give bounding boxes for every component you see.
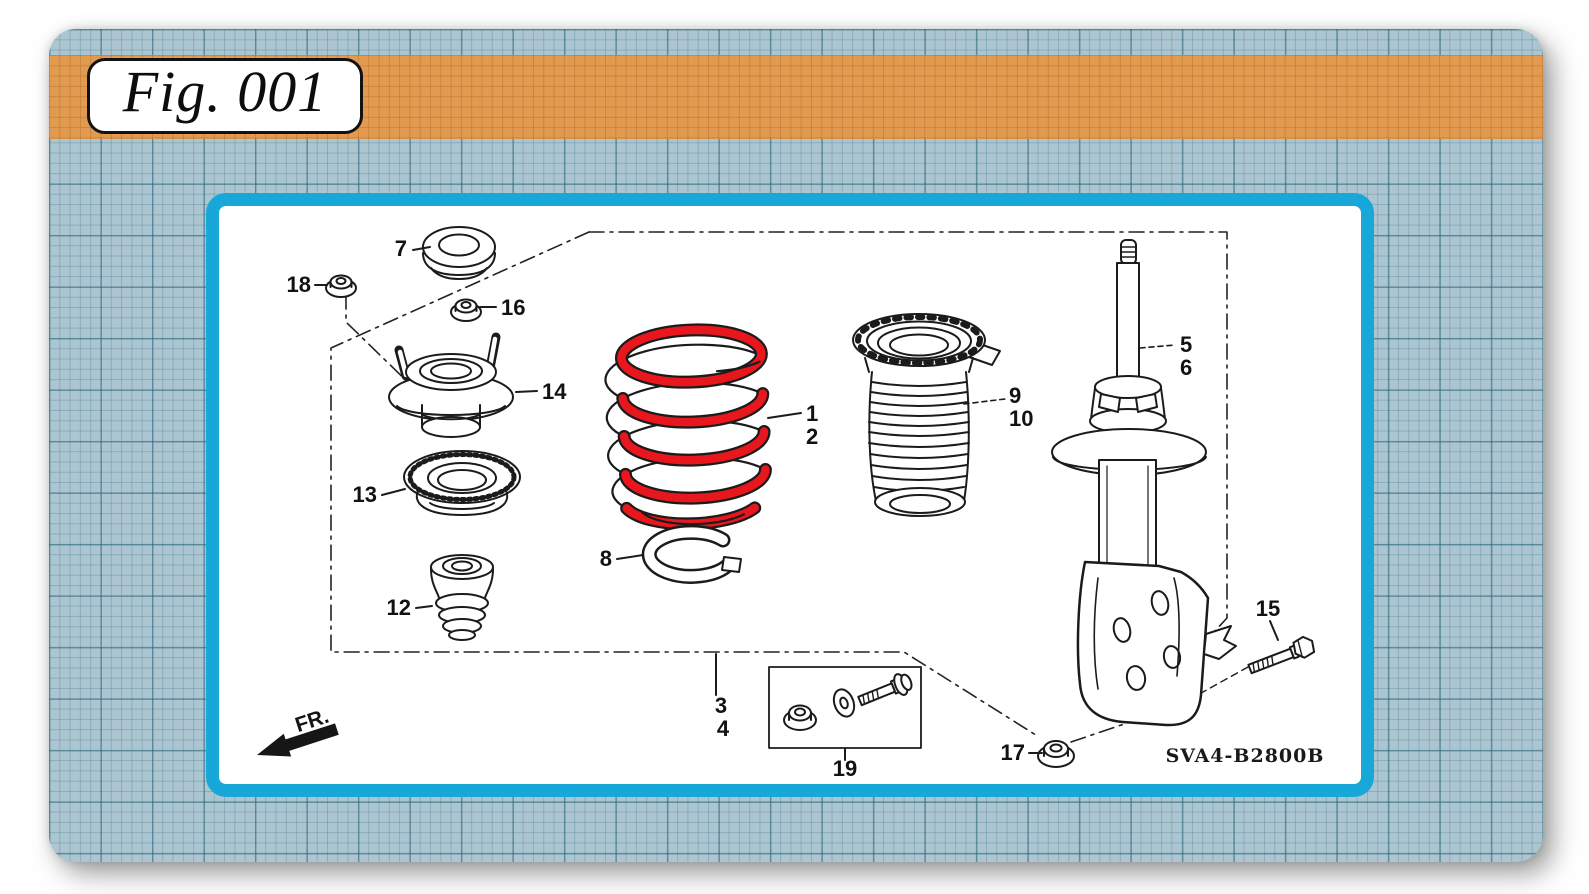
- part-label-4[interactable]: 4: [717, 716, 730, 741]
- part-label-8[interactable]: 8: [600, 546, 612, 571]
- kit-bolt: [857, 673, 913, 707]
- part-15-flange-bolt: [1247, 635, 1316, 675]
- part-label-7[interactable]: 7: [395, 236, 407, 261]
- part-label-1[interactable]: 1: [806, 401, 818, 426]
- part-label-16[interactable]: 16: [501, 295, 525, 320]
- part-label-19[interactable]: 19: [833, 756, 857, 781]
- parts-diagram: 7 18 16 14 13 12 1 2 8 9 10 5 6 15: [257, 226, 1325, 781]
- part-label-18[interactable]: 18: [287, 272, 311, 297]
- part-label-3[interactable]: 3: [715, 693, 727, 718]
- part-5-6-shock-absorber: [1051, 239, 1237, 727]
- part-label-15[interactable]: 15: [1256, 596, 1280, 621]
- part-label-5[interactable]: 5: [1180, 332, 1192, 357]
- part-9-10-dust-cover: [852, 313, 1001, 517]
- figure-number-badge: Fig. 001: [87, 58, 363, 134]
- part-label-2[interactable]: 2: [806, 424, 818, 449]
- part-18-flange-nut: [325, 274, 357, 298]
- part-7-mount-cap: [422, 226, 496, 280]
- part-14-damper-mount: [388, 332, 514, 438]
- leader-lines: [314, 246, 1279, 761]
- part-19-hardware-kit: [768, 666, 922, 749]
- part-8-spring-seat: [641, 524, 742, 584]
- figure-number-label: Fig. 001: [122, 59, 328, 124]
- diagram-panel: 7 18 16 14 13 12 1 2 8 9 10 5 6 15: [206, 193, 1374, 797]
- washer: [832, 688, 856, 718]
- part-label-9[interactable]: 9: [1009, 383, 1021, 408]
- front-direction-arrow: FR.: [257, 705, 339, 757]
- part-12-bump-stop: [430, 554, 494, 641]
- part-label-12[interactable]: 12: [387, 595, 411, 620]
- part-16-flange-nut: [450, 298, 482, 322]
- bolt-axis-line: [1193, 666, 1249, 698]
- part-label-14[interactable]: 14: [542, 379, 567, 404]
- diagram-code: SVA4-B2800B: [1166, 745, 1325, 767]
- part-label-13[interactable]: 13: [353, 482, 377, 507]
- part-label-6[interactable]: 6: [1180, 355, 1192, 380]
- figure-card: Fig. 001: [49, 29, 1543, 862]
- spring-highlight: [617, 325, 770, 529]
- part-label-17[interactable]: 17: [1001, 740, 1025, 765]
- part-1-2-coil-spring-highlighted: [604, 323, 772, 531]
- part-label-10[interactable]: 10: [1009, 406, 1033, 431]
- part-13-mount-bearing: [403, 450, 521, 516]
- part-number-labels: 7 18 16 14 13 12 1 2 8 9 10 5 6 15: [287, 236, 1281, 781]
- part-17-flange-nut: [1037, 740, 1075, 768]
